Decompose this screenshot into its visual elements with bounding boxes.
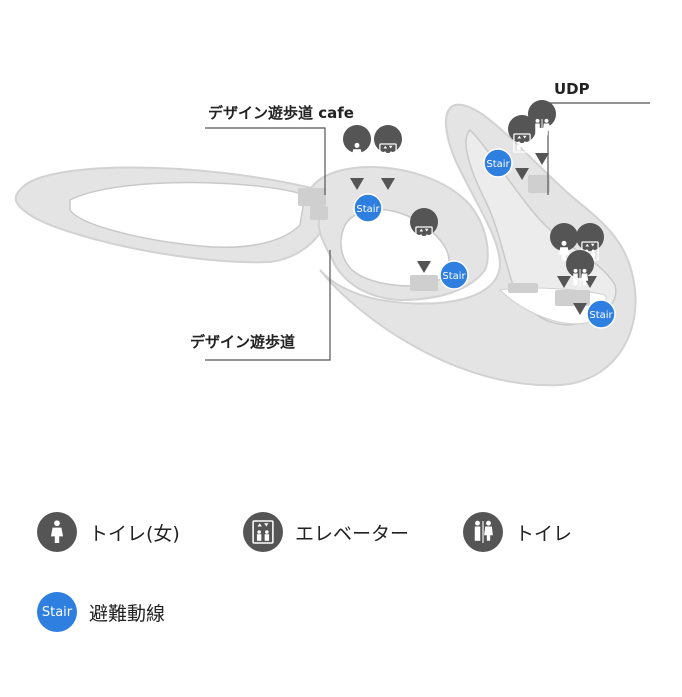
floor-map: Stair Stair Stair Stair xyxy=(14,100,650,387)
legend-item-toilet: トイレ xyxy=(463,512,572,552)
legend-label: エレベーター xyxy=(295,522,410,545)
stair-marker-label: Stair xyxy=(442,271,466,282)
cafe-label: デザイン遊歩道 cafe xyxy=(208,104,354,122)
stair-marker-label: Stair xyxy=(356,204,380,215)
legend-item-female-toilet: トイレ(女) xyxy=(37,512,180,552)
stair-icon: Stair xyxy=(37,592,77,632)
stair-icon-label: Stair xyxy=(41,604,73,620)
legend-item-elevator: エレベーター xyxy=(243,512,409,552)
legend-label: トイレ(女) xyxy=(89,522,180,545)
legend-label: トイレ xyxy=(515,522,573,545)
legend-item-stair: Stair 避難動線 xyxy=(37,592,165,632)
stair-marker-label: Stair xyxy=(589,310,613,321)
stair-marker[interactable]: Stair xyxy=(353,193,383,223)
legend-label: 避難動線 xyxy=(89,602,166,625)
toilet-icon xyxy=(463,512,503,552)
udp-label: UDP xyxy=(554,80,590,98)
rooms xyxy=(298,175,590,306)
elevator-icon xyxy=(243,512,283,552)
stair-marker[interactable]: Stair xyxy=(586,299,616,329)
stair-marker[interactable]: Stair xyxy=(483,148,513,178)
stair-marker[interactable]: Stair xyxy=(439,260,469,290)
stair-marker-label: Stair xyxy=(486,159,510,170)
walkway-label: デザイン遊歩道 xyxy=(190,333,296,351)
female-toilet-icon xyxy=(37,512,77,552)
